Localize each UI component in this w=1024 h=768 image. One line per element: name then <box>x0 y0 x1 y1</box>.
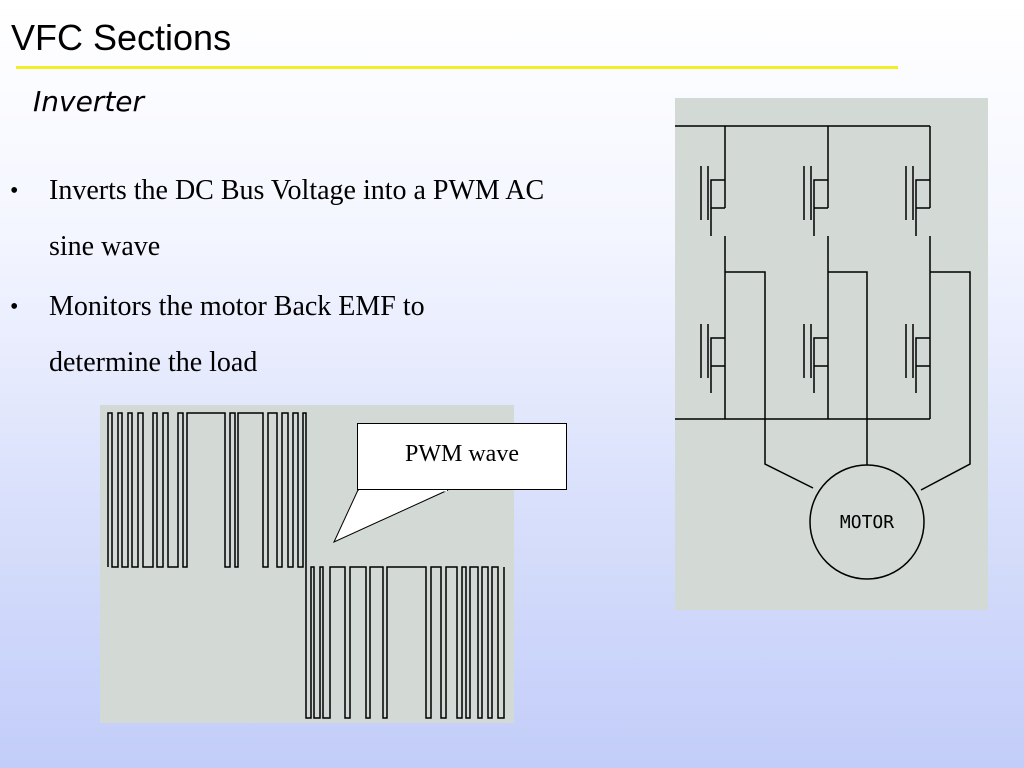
pwm-wave-callout: PWM wave <box>357 423 567 490</box>
motor-label: MOTOR <box>840 512 894 533</box>
inverter-circuit-image: MOTOR <box>675 98 988 610</box>
bullet-text-line: determine the load <box>49 347 258 378</box>
bullet-text-line: Inverts the DC Bus Voltage into a PWM AC <box>49 175 545 206</box>
motor-symbol <box>809 464 925 580</box>
slide-subtitle: Inverter <box>33 85 145 118</box>
pwm-waveform-svg <box>107 412 505 719</box>
bullet-list: • Inverts the DC Bus Voltage into a PWM … <box>0 163 660 395</box>
bullet-text-line: Monitors the motor Back EMF to <box>49 291 425 322</box>
bullet-marker: • <box>10 294 19 320</box>
pwm-waveform-trace <box>107 412 505 719</box>
inverter-leg-1 <box>700 126 814 489</box>
bullet-item: • Inverts the DC Bus Voltage into a PWM … <box>0 163 660 275</box>
callout-pointer <box>332 488 449 544</box>
bullet-item: • Monitors the motor Back EMF to determi… <box>0 279 660 391</box>
inverter-leg-3 <box>905 126 971 491</box>
title-underline <box>16 66 898 69</box>
bullet-text-line: sine wave <box>49 231 161 262</box>
slide-title: VFC Sections <box>11 17 232 58</box>
inverter-circuit-svg: MOTOR <box>675 125 971 580</box>
bullet-marker: • <box>10 178 19 204</box>
inverter-leg-2 <box>803 126 868 465</box>
